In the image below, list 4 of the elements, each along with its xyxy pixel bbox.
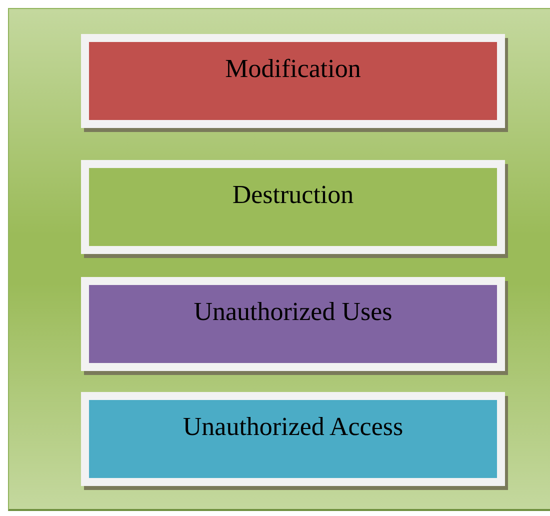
box-label: Modification <box>224 53 362 84</box>
box-label: Unauthorized Uses <box>192 296 394 327</box>
box-label: Destruction <box>231 179 355 210</box>
box-label: Unauthorized Access <box>182 411 404 442</box>
